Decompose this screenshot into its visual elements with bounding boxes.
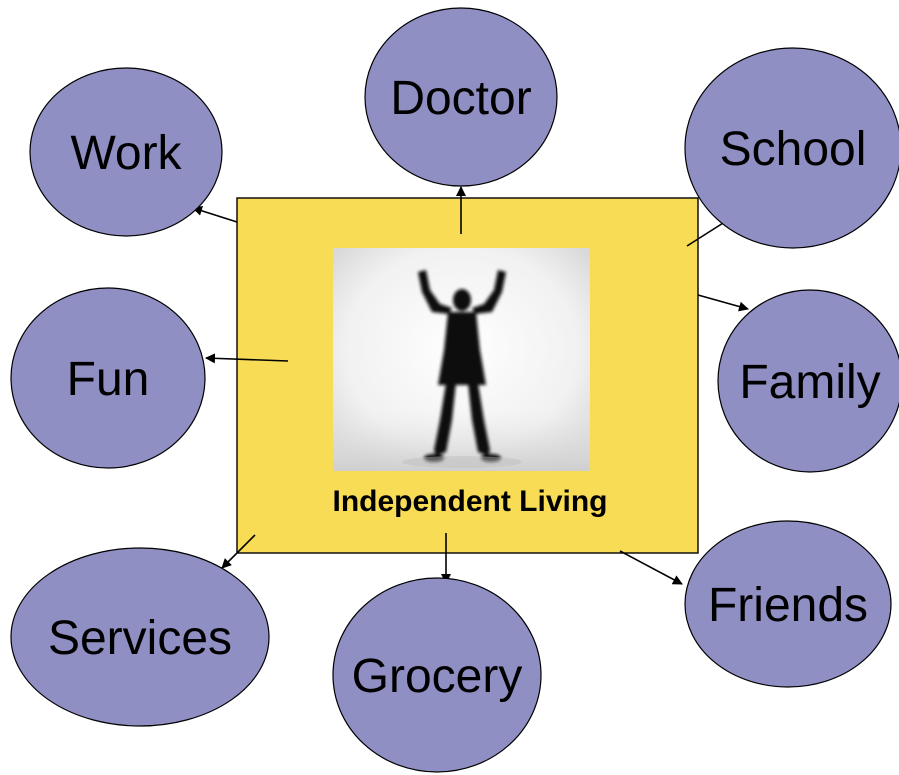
node-label-friends: Friends [708,579,868,632]
node-services: Services [10,547,270,727]
node-family: Family [717,289,899,473]
silhouette-photo [333,248,590,471]
node-work: Work [29,67,223,237]
node-label-services: Services [48,612,232,665]
person-silhouette-icon [418,270,506,462]
node-label-work: Work [70,127,182,180]
connector-arrows [192,186,749,585]
node-label-family: Family [739,356,880,409]
arrow-to-friends [619,550,683,585]
arrow-to-work [192,205,238,223]
arrow-to-services [221,534,256,569]
arrow-to-family [697,294,749,312]
node-label-grocery: Grocery [352,650,523,703]
node-grocery: Grocery [332,577,542,773]
center-label: Independent Living [333,485,608,518]
node-fun: Fun [10,287,206,469]
node-school: School [684,47,899,249]
arrow-to-fun [205,353,289,364]
node-friends: Friends [684,520,892,688]
node-label-school: School [720,123,867,176]
node-doctor: Doctor [364,7,558,187]
node-label-fun: Fun [67,353,150,406]
node-label-doctor: Doctor [390,72,531,125]
